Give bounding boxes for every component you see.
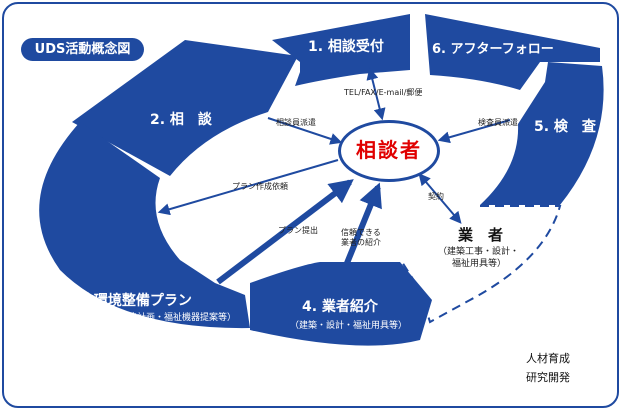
- business-region: [401, 205, 562, 324]
- plan-submit-label: プラン提出: [278, 226, 318, 235]
- stage-1-label: 1. 相談受付: [308, 39, 384, 55]
- inspector-label: 検査員派遣: [478, 118, 518, 127]
- business-title: 業 者: [458, 226, 504, 244]
- center-oval: [338, 120, 440, 182]
- arrow-plan-request: [157, 159, 339, 216]
- segment-consult: [72, 40, 298, 176]
- plan-request-label: プラン作成依頼: [232, 182, 288, 191]
- footer-line-2: 研究開発: [526, 371, 570, 384]
- stage-3-sub: （現地調査・実測・改造計画・福祉機器提案等）: [38, 313, 237, 323]
- business-sub-1: （建築工事・設計・: [438, 247, 520, 257]
- consultant-label: 相談員派遣: [276, 118, 316, 127]
- stage-4-label: 4. 業者紹介: [302, 299, 378, 315]
- intro-label-2: 業者の紹介: [341, 238, 381, 247]
- segment-inspect: [480, 62, 604, 205]
- intro-label-1: 信頼できる: [341, 228, 381, 237]
- business-sub-2: 福祉用具等）: [452, 259, 507, 269]
- segment-plan: [39, 122, 250, 329]
- arrow-contract: [418, 173, 462, 224]
- contract-label: 契約: [428, 192, 444, 201]
- segment-aftercare: [425, 14, 600, 90]
- diagram-title-badge: UDS活動概念図: [21, 38, 144, 61]
- stage-6-label: 6. アフターフォロー: [432, 42, 554, 57]
- stage-4-sub: （建築・設計・福祉用具等）: [290, 321, 408, 331]
- frame-border: [2, 2, 619, 408]
- stage-3-label: 3. 住環境整備プラン: [60, 293, 192, 309]
- arrow-plan-submit: [216, 179, 354, 285]
- stage-5-label: 5. 検 査: [534, 119, 596, 135]
- arrow-contact: [366, 67, 386, 121]
- arrow-consultant: [267, 117, 343, 145]
- arrow-inspector: [437, 119, 511, 144]
- segment-introduce: [250, 262, 432, 346]
- contact-label: TEL/FAX/E-mail/郵便: [344, 88, 423, 97]
- arrow-introduce: [342, 182, 382, 270]
- stage-2-label: 2. 相 談: [150, 112, 212, 128]
- footer-line-1: 人材育成: [526, 352, 570, 365]
- center-label: 相談者: [356, 138, 422, 162]
